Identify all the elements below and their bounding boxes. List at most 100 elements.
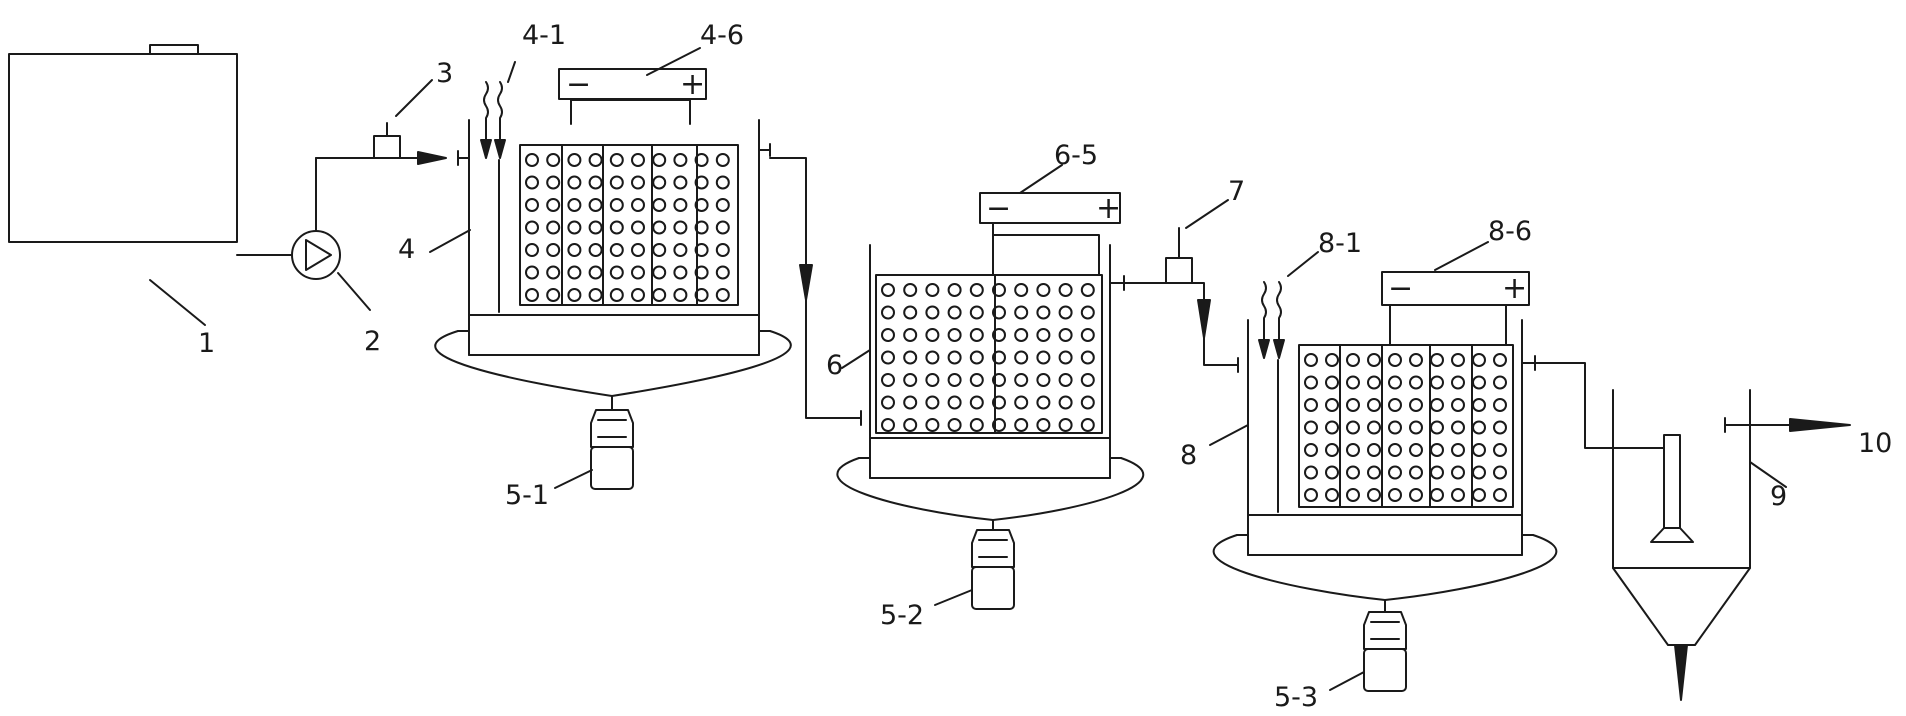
leader-lines <box>149 47 1787 691</box>
bubble <box>903 283 918 297</box>
bubble <box>631 198 645 212</box>
bubble <box>525 153 539 167</box>
flow-arrow-2 <box>799 264 813 301</box>
bubble <box>1409 443 1423 457</box>
bubble <box>1304 465 1318 480</box>
bubble <box>567 198 582 212</box>
bubble <box>588 288 603 302</box>
bubble <box>1367 375 1381 390</box>
pump <box>236 157 375 280</box>
bubble <box>525 220 539 235</box>
pipe-4-to-6 <box>758 143 862 426</box>
bubble <box>1409 375 1423 390</box>
bubble <box>546 265 561 280</box>
bubble <box>1346 375 1360 390</box>
bubble <box>609 265 624 280</box>
bubble <box>588 243 603 257</box>
bubble <box>1451 353 1465 367</box>
bubble <box>903 328 918 342</box>
bubble <box>1472 353 1486 367</box>
bubble <box>673 153 688 167</box>
bubble <box>1430 398 1444 412</box>
bubble <box>969 395 984 410</box>
bubble <box>1409 465 1423 480</box>
bubble <box>925 283 940 297</box>
bubble <box>1080 418 1095 432</box>
bubble <box>1014 328 1029 342</box>
label-power-3: 8-6 <box>1488 216 1532 247</box>
bubble <box>652 175 667 190</box>
bubble <box>525 243 539 257</box>
bubble <box>1304 488 1318 502</box>
bubble <box>652 220 667 235</box>
bubble <box>1472 443 1486 457</box>
bubble <box>1388 465 1402 480</box>
bubble <box>567 153 582 167</box>
settling-tank <box>1612 389 1811 646</box>
label-power-2: 6-5 <box>1054 140 1098 171</box>
bubble <box>1325 465 1339 480</box>
bubble <box>715 288 730 302</box>
bubble <box>588 265 603 280</box>
bubble <box>567 265 582 280</box>
bubble <box>1325 398 1339 412</box>
bubble <box>947 305 962 320</box>
bubble <box>1493 420 1507 435</box>
bubble <box>546 153 561 167</box>
bubble <box>881 418 895 432</box>
bubble <box>969 373 984 387</box>
label-flowmeter-2: 7 <box>1228 176 1245 207</box>
bubble <box>969 283 984 297</box>
bubble <box>609 175 624 190</box>
bubble <box>903 418 918 432</box>
bubble <box>1472 398 1486 412</box>
bubble <box>1014 395 1029 410</box>
bubble <box>903 305 918 320</box>
bubble <box>1346 353 1360 367</box>
power-3-plus: + <box>1502 271 1527 306</box>
bubble <box>1325 353 1339 367</box>
label-reactor-3: 8 <box>1180 440 1197 471</box>
bubble <box>1493 398 1507 412</box>
bubble <box>588 153 603 167</box>
bubble <box>1493 353 1507 367</box>
motor-3 <box>1363 611 1407 692</box>
bubble <box>1451 420 1465 435</box>
bubble <box>1472 465 1486 480</box>
bubble <box>609 288 624 302</box>
bubble <box>881 305 895 320</box>
bubble <box>1493 443 1507 457</box>
aerator-3 <box>1258 281 1285 359</box>
power-2-minus: − <box>986 191 1011 226</box>
bubble <box>1325 488 1339 502</box>
bubble <box>1493 465 1507 480</box>
bubble <box>1346 488 1360 502</box>
bubble <box>1014 350 1029 365</box>
bubble <box>1367 443 1381 457</box>
bubble <box>1304 420 1318 435</box>
bubble <box>947 395 962 410</box>
bubble <box>1036 373 1051 387</box>
bubble <box>673 243 688 257</box>
bubble <box>673 288 688 302</box>
bubble <box>925 418 940 432</box>
bubble <box>969 328 984 342</box>
bubble <box>1014 373 1029 387</box>
bubble <box>1036 395 1051 410</box>
power-supply-2 <box>979 192 1121 236</box>
bubble <box>588 220 603 235</box>
bubble <box>652 243 667 257</box>
bubble <box>925 350 940 365</box>
bubble <box>1430 488 1444 502</box>
bubble <box>525 288 539 302</box>
bubble <box>715 243 730 257</box>
bubble <box>1304 398 1318 412</box>
bubble <box>609 198 624 212</box>
bubble <box>546 220 561 235</box>
bubble <box>609 220 624 235</box>
bubble <box>925 395 940 410</box>
label-reactor-2: 6 <box>826 350 843 381</box>
feed-arrow-1 <box>417 151 447 165</box>
bubble <box>1451 398 1465 412</box>
bubble <box>1058 350 1073 365</box>
